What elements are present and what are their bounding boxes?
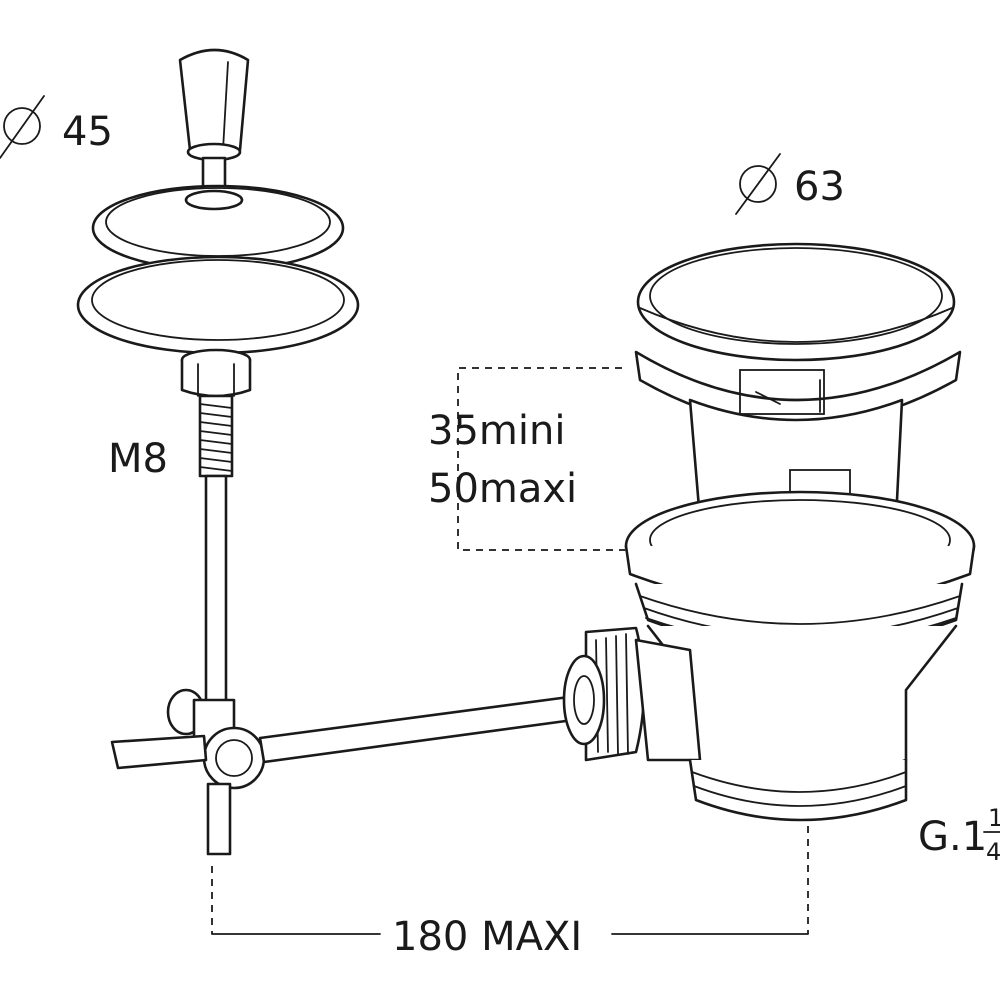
diameter-symbol-icon bbox=[0, 95, 45, 159]
pull-knob bbox=[178, 48, 250, 209]
outlet-thread bbox=[688, 758, 908, 822]
lower-escutcheon bbox=[76, 255, 360, 355]
knob-diameter-label: 45 bbox=[62, 109, 113, 155]
hex-nut bbox=[180, 348, 252, 398]
distance-dimension-line bbox=[211, 826, 809, 935]
lower-rod bbox=[206, 782, 232, 856]
height-dimension-bracket bbox=[457, 367, 630, 551]
waste-cap bbox=[636, 242, 956, 362]
m8-threaded-rod bbox=[198, 394, 234, 718]
outlet-thread-denominator: 4 bbox=[986, 838, 1000, 866]
overflow-nut bbox=[562, 626, 702, 762]
height-max-label: 50maxi bbox=[428, 466, 577, 512]
threaded-body bbox=[634, 582, 964, 782]
height-min-label: 35mini bbox=[428, 408, 565, 454]
outlet-thread-numerator: 1 bbox=[988, 804, 1000, 832]
max-distance-label: 180 MAXI bbox=[392, 914, 582, 960]
outlet-thread-label: G.1 bbox=[918, 814, 987, 860]
diameter-symbol-icon bbox=[735, 153, 781, 215]
thread-rod-label: M8 bbox=[108, 436, 168, 482]
cap-diameter-label: 63 bbox=[794, 164, 845, 210]
